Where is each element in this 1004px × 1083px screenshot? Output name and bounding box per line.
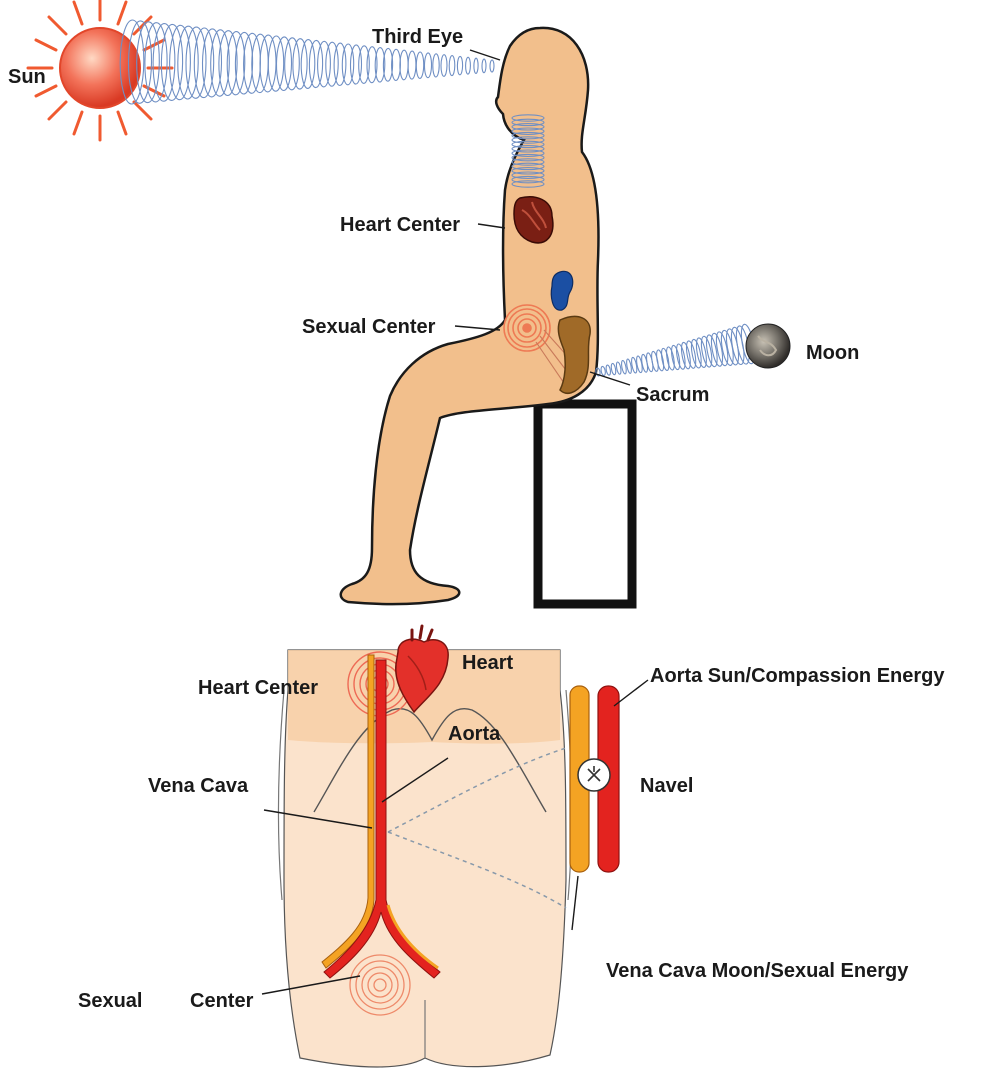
coil-loop — [408, 51, 416, 79]
leader-heart-center — [478, 224, 505, 228]
coil-loop — [600, 366, 606, 376]
label-navel: Navel — [640, 775, 693, 797]
seated-figure-diagram: Sun Third Eye Heart Center Sexual Center… — [8, 0, 859, 604]
label-sexual-center: Sexual Center — [302, 316, 436, 338]
label-moon: Moon — [806, 342, 859, 364]
label-heart: Heart — [462, 652, 513, 674]
coil-loop — [317, 41, 330, 87]
coil-loop — [660, 348, 670, 371]
label-vena-cava-energy: Vena Cava Moon/Sexual Energy — [606, 960, 909, 982]
vessel-inset — [570, 686, 619, 872]
coil-loop — [441, 55, 447, 77]
coil-loop — [665, 346, 676, 370]
coil-loop — [482, 59, 486, 73]
coil-loop — [449, 56, 455, 76]
coil-loop — [457, 56, 462, 74]
label-aorta: Aorta — [448, 723, 501, 745]
coil-loop — [655, 349, 665, 371]
coil-loop — [466, 57, 471, 74]
coil-loop — [424, 53, 431, 78]
coil-loop — [309, 40, 323, 87]
label-heart-center: Heart Center — [340, 214, 460, 236]
coil-loop — [605, 365, 611, 376]
sun-icon — [28, 0, 172, 140]
leader-third-eye — [470, 50, 500, 60]
label-heart-center-lower: Heart Center — [198, 677, 318, 699]
label-sexual: Sexual — [78, 990, 142, 1012]
coil-loop — [301, 40, 315, 89]
leader-vena-cava-energy — [572, 876, 578, 930]
coil-loop — [416, 52, 424, 78]
coil-loop — [293, 39, 308, 90]
coil-loop — [670, 345, 681, 370]
label-aorta-energy: Aorta Sun/Compassion Energy — [650, 665, 945, 687]
coil-loop — [610, 363, 616, 375]
label-third-eye: Third Eye — [372, 26, 463, 48]
moon-energy-spiral — [595, 323, 757, 376]
label-center: Center — [190, 990, 254, 1012]
coil-loop — [400, 50, 409, 80]
coil-loop — [474, 58, 478, 73]
label-sacrum: Sacrum — [636, 384, 709, 406]
label-vena-cava: Vena Cava — [148, 775, 249, 797]
coil-loop — [358, 46, 369, 84]
coil-loop — [490, 60, 494, 72]
moon-icon — [746, 324, 790, 368]
left-arm-edge — [278, 690, 284, 900]
torso-diagram: Heart Heart Center Aorta Vena Cava Aorta… — [78, 626, 945, 1067]
coil-loop — [433, 54, 440, 77]
stool — [538, 404, 632, 604]
coil-loop — [650, 351, 659, 372]
label-sun: Sun — [8, 66, 46, 88]
leader-sexual-center — [455, 326, 500, 330]
coil-loop — [616, 362, 622, 375]
